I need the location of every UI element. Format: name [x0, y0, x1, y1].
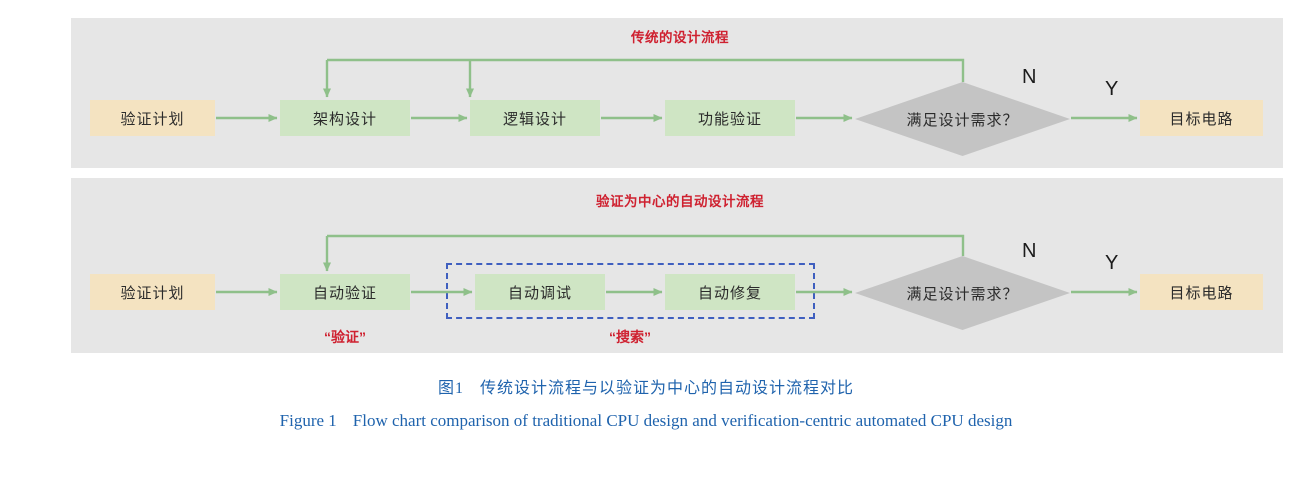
decision-label: 满足设计需求？ — [906, 285, 1019, 303]
annotation-search: “搜索” — [609, 329, 651, 345]
decision-label: 满足设计需求？ — [906, 111, 1019, 129]
node-target-circuit-traditional: 目标电路 — [1140, 100, 1263, 136]
diamond-shape-icon — [855, 256, 1070, 330]
node-auto-repair: 自动修复 — [665, 274, 795, 310]
panel-automated-flow — [71, 178, 1283, 353]
node-verification-plan-automated: 验证计划 — [90, 274, 215, 310]
panel-traditional-flow — [71, 18, 1283, 168]
node-architecture-design: 架构设计 — [280, 100, 410, 136]
caption-chinese: 图1 传统设计流程与以验证为中心的自动设计流程对比 — [0, 374, 1292, 398]
branch-label-no-automated: N — [1022, 240, 1037, 262]
node-auto-verification: 自动验证 — [280, 274, 410, 310]
node-target-circuit-automated: 目标电路 — [1140, 274, 1263, 310]
node-auto-debug: 自动调试 — [475, 274, 605, 310]
node-decision-traditional: 满足设计需求？ — [855, 82, 1070, 156]
node-logic-design: 逻辑设计 — [470, 100, 600, 136]
branch-label-yes-automated: Y — [1105, 252, 1119, 274]
branch-label-no-traditional: N — [1022, 66, 1037, 88]
caption-en-text: Flow chart comparison of traditional CPU… — [352, 411, 1013, 430]
caption-english: Figure 1 Flow chart comparison of traditi… — [0, 411, 1292, 431]
node-function-verification: 功能验证 — [665, 100, 795, 136]
annotation-verify: “验证” — [324, 329, 366, 345]
node-decision-automated: 满足设计需求？ — [855, 256, 1070, 330]
flow-title-automated: 验证为中心的自动设计流程 — [596, 194, 764, 209]
caption-en-number: Figure 1 — [279, 411, 337, 430]
caption-cn-text: 传统设计流程与以验证为中心的自动设计流程对比 — [480, 380, 855, 397]
node-verification-plan-traditional: 验证计划 — [90, 100, 215, 136]
branch-label-yes-traditional: Y — [1105, 78, 1119, 100]
diamond-shape-icon — [855, 82, 1070, 156]
flow-title-traditional: 传统的设计流程 — [631, 30, 729, 45]
caption-cn-number: 图1 — [437, 380, 464, 397]
